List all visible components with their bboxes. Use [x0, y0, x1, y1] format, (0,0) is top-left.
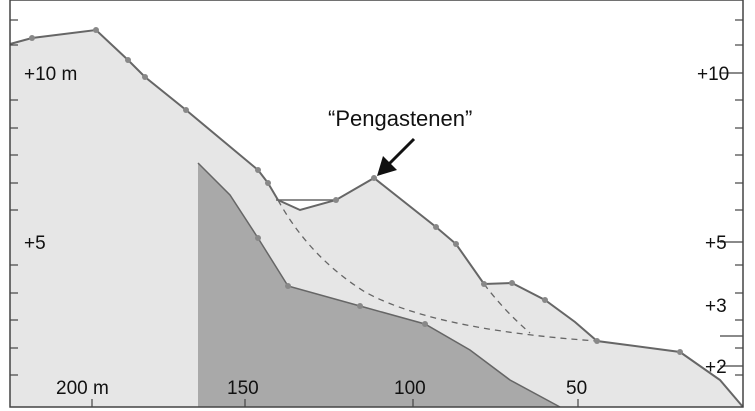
survey-point: [125, 57, 131, 63]
bottom-axis-ticks: [91, 399, 579, 407]
survey-point: [142, 74, 148, 80]
annotation-arrow-head: [377, 156, 397, 176]
dashed-profile-line-1: [277, 199, 598, 342]
survey-point: [371, 175, 377, 181]
survey-point: [453, 241, 459, 247]
survey-points: [29, 27, 683, 355]
survey-point: [433, 224, 439, 230]
right-axis-label: +5: [705, 233, 727, 254]
survey-point: [183, 107, 189, 113]
survey-point: [509, 280, 515, 286]
survey-point: [265, 180, 271, 186]
survey-point: [357, 303, 363, 309]
right-axis-label: +10: [697, 64, 729, 85]
sediment-area: [10, 30, 743, 407]
right-axis-label: +3: [705, 296, 727, 317]
survey-point: [677, 349, 683, 355]
bottom-axis-label: 150: [227, 378, 259, 399]
survey-point: [255, 167, 261, 173]
bottom-axis-label: 100: [394, 378, 426, 399]
bottom-axis-label: 50: [566, 378, 587, 399]
survey-point: [333, 197, 339, 203]
right-axis-label: +2: [705, 357, 727, 378]
dashed-profile-line-2: [483, 283, 531, 334]
survey-point: [93, 27, 99, 33]
survey-point: [255, 235, 261, 241]
right-axis-ticks: [720, 19, 743, 376]
bedrock-area: [198, 163, 560, 407]
left-axis-label: +5: [24, 233, 46, 254]
survey-point: [594, 338, 600, 344]
bottom-axis-label: 200 m: [56, 378, 109, 399]
diagram-frame: [9, 0, 744, 408]
survey-point: [481, 281, 487, 287]
survey-point: [285, 283, 291, 289]
annotation-arrow-shaft: [386, 137, 416, 167]
left-axis-ticks: [10, 19, 18, 376]
survey-point: [542, 297, 548, 303]
pengastenen-label: “Pengastenen”: [328, 106, 472, 131]
survey-point: [422, 321, 428, 327]
surface-profile-line: [9, 28, 744, 408]
survey-point: [29, 35, 35, 41]
left-axis-label: +10 m: [24, 64, 77, 85]
